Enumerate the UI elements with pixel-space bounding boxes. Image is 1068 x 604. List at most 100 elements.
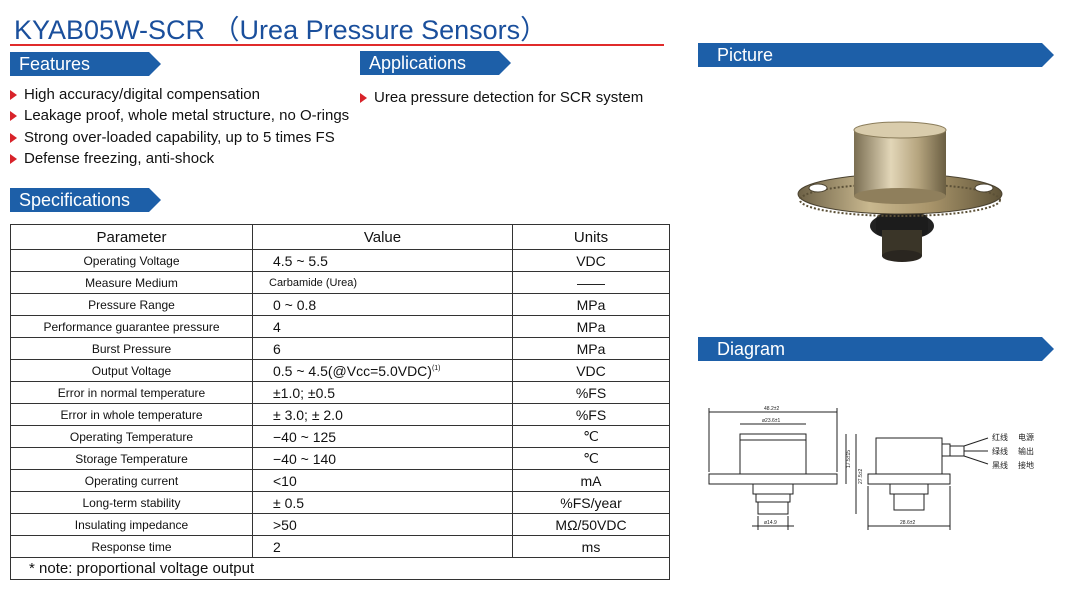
value-text: >50: [273, 516, 297, 533]
unit-cell: MPa: [512, 293, 670, 316]
value-text: 2: [273, 538, 281, 555]
bullet-triangle-icon: [10, 153, 17, 164]
table-row: Storage Temperature −40 ~ 140 ℃: [10, 447, 670, 470]
unit-cell: %FS: [512, 403, 670, 426]
table-row: Long-term stability ± 0.5 %FS/year: [10, 491, 670, 514]
body-top-shape: [853, 121, 947, 139]
value-cell: ±1.0; ±0.5: [252, 381, 513, 404]
table-row: Performance guarantee pressure 4 MPa: [10, 315, 670, 338]
value-text: 4: [273, 318, 281, 335]
parameter-cell: Insulating impedance: [10, 513, 253, 536]
value-text: −40 ~ 140: [273, 450, 337, 467]
parameter-cell: Operating Temperature: [10, 425, 253, 448]
value-cell: <10: [252, 469, 513, 492]
dim-side-width: 28.6±2: [900, 520, 915, 526]
footnote-marker: (1): [431, 364, 441, 372]
unit-cell: VDC: [512, 249, 670, 272]
features-list: High accuracy/digital compensation Leaka…: [10, 84, 349, 169]
value-cell: 0.5 ~ 4.5(@Vcc=5.0VDC)(1): [252, 359, 513, 382]
diagram-heading-label: Diagram: [717, 339, 786, 359]
value-text: 0.5 ~ 4.5(@Vcc=5.0VDC): [273, 362, 432, 379]
value-cell: Carbamide (Urea): [252, 271, 513, 294]
dim-flange-width: 48.2±2: [764, 406, 779, 412]
parameter-cell: Storage Temperature: [10, 447, 253, 470]
features-heading-label: Features: [19, 54, 91, 74]
parameter-cell: Performance guarantee pressure: [10, 315, 253, 338]
value-cell: 0 ~ 0.8: [252, 293, 513, 316]
wire-signal-power: 电源: [1018, 432, 1034, 442]
page-title: KYAB05W-SCR （Urea Pressure Sensors）: [14, 15, 548, 45]
unit-cell: %FS: [512, 381, 670, 404]
unit-cell: ℃: [512, 425, 670, 448]
flange-edge-shape: [799, 183, 1001, 217]
wire-signal-output: 输出: [1018, 446, 1034, 456]
wire-color-black: 黑线: [992, 460, 1008, 470]
value-cell: 4: [252, 315, 513, 338]
parameter-cell: Error in normal temperature: [10, 381, 253, 404]
sensor-diagram: 48.2±2 ø23.6±1 ø14.9 28.6±2 17.5±15 27.5…: [708, 406, 1034, 530]
specifications-heading: Specifications: [10, 188, 161, 212]
bullet-triangle-icon: [10, 132, 17, 143]
column-header-units: Units: [512, 224, 670, 250]
feature-item: Strong over-loaded capability, up to 5 t…: [10, 127, 349, 148]
body-shape: [854, 130, 946, 196]
dim-body-diameter: ø23.6±1: [762, 418, 781, 424]
applications-list: Urea pressure detection for SCR system: [360, 87, 643, 108]
parameter-cell: Pressure Range: [10, 293, 253, 316]
unit-cell: VDC: [512, 359, 670, 382]
value-text: Carbamide (Urea): [269, 276, 358, 289]
side-flange-outline: [867, 473, 951, 485]
dim-body-height: 17.5±15: [846, 450, 852, 468]
port-end-shape: [882, 250, 922, 262]
table-row: Error in whole temperature± 3.0; ± 2.0%F…: [10, 403, 670, 426]
parameter-cell: Long-term stability: [10, 491, 253, 514]
bullet-triangle-icon: [10, 111, 17, 122]
table-row: Operating Temperature−40 ~ 125℃: [10, 425, 670, 448]
parameter-cell: Response time: [10, 535, 253, 558]
parameter-cell: Operating Voltage: [10, 249, 253, 272]
front-body-outline: [739, 433, 807, 475]
table-note-row: * note: proportional voltage output: [10, 557, 670, 580]
value-cell: 2: [252, 535, 513, 558]
value-cell: ± 3.0; ± 2.0: [252, 403, 513, 426]
specifications-heading-label: Specifications: [19, 190, 131, 210]
value-text: ±1.0; ±0.5: [273, 384, 336, 401]
value-cell: −40 ~ 140: [252, 447, 513, 470]
dim-total-height: 27.5±2: [858, 469, 864, 484]
sensor-photo: [797, 121, 1003, 262]
title-divider: [10, 44, 664, 46]
table-row: Insulating impedance >50 MΩ/50VDC: [10, 513, 670, 536]
column-header-value: Value: [252, 224, 513, 250]
unit-cell: %FS/year: [512, 491, 670, 514]
value-text: 6: [273, 340, 281, 357]
feature-item: Defense freezing, anti-shock: [10, 148, 349, 169]
unit-cell: ℃: [512, 447, 670, 470]
unit-cell: MPa: [512, 337, 670, 360]
unit-cell: mA: [512, 469, 670, 492]
table-note: * note: proportional voltage output: [10, 557, 670, 580]
parameter-cell: Error in whole temperature: [10, 403, 253, 426]
wire-color-red: 红线: [992, 432, 1008, 442]
mount-hole-right: [974, 183, 994, 193]
mount-hole-left: [808, 183, 828, 193]
value-text: ± 0.5: [273, 494, 305, 511]
side-body-outline: [875, 437, 943, 475]
applications-heading: Applications: [360, 51, 511, 75]
front-flange-outline: [708, 473, 838, 485]
table-header-row: Parameter Value Units: [10, 224, 670, 250]
table-row: Burst Pressure 6 MPa: [10, 337, 670, 360]
parameter-cell: Burst Pressure: [10, 337, 253, 360]
unit-cell: MPa: [512, 315, 670, 338]
column-header-parameter: Parameter: [10, 224, 253, 250]
specifications-table: Parameter Value Units Operating Voltage 4…: [10, 224, 670, 580]
bullet-triangle-icon: [360, 93, 367, 103]
application-item: Urea pressure detection for SCR system: [360, 87, 643, 108]
feature-item: Leakage proof, whole metal structure, no…: [10, 105, 349, 126]
unit-cell: ms: [512, 535, 670, 558]
picture-heading-label: Picture: [717, 45, 774, 65]
unit-cell: MΩ/50VDC: [512, 513, 670, 536]
value-text: 0 ~ 0.8: [273, 296, 317, 313]
table-row: Error in normal temperature ±1.0; ±0.5 %FS: [10, 381, 670, 404]
